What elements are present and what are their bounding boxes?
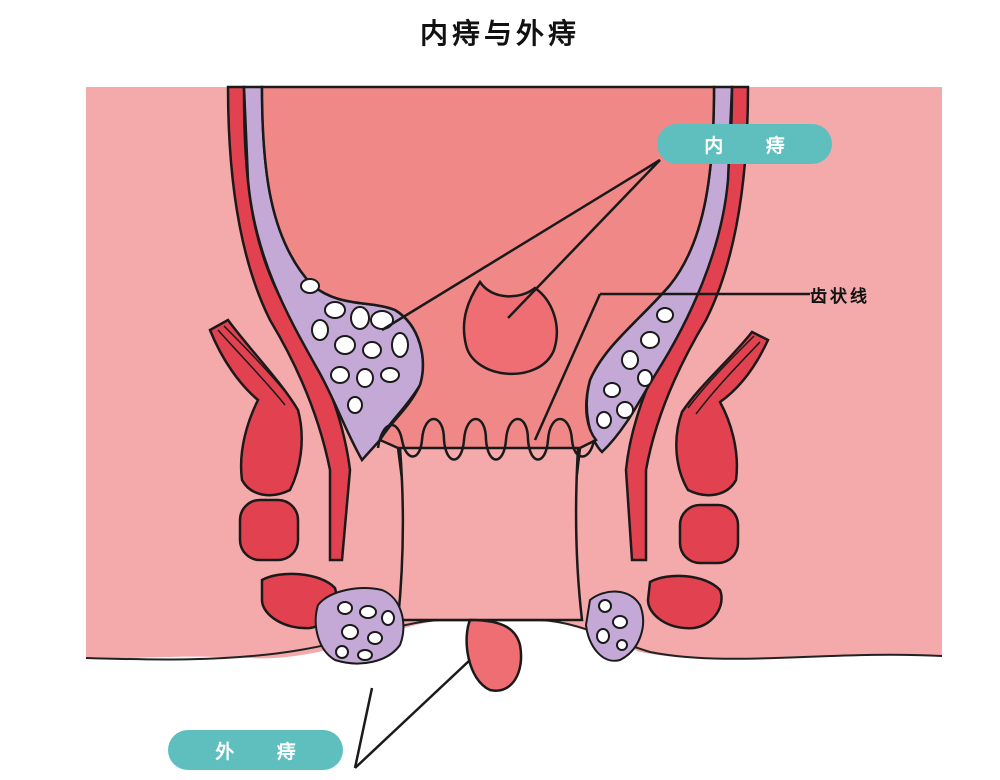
right-sphincter	[646, 330, 770, 630]
right-external-veins	[596, 599, 628, 651]
left-vein-plexus	[300, 278, 409, 414]
right-vein-plexus	[596, 307, 674, 429]
external-hemorrhoid-label: 外 痔	[168, 730, 343, 770]
left-external-veins	[335, 601, 395, 661]
external-hemorrhoid-shape	[465, 618, 523, 692]
internal-hemorrhoid-label: 内 痔	[657, 124, 832, 164]
right-muscle-fibers	[687, 335, 761, 415]
pointer-lines	[353, 158, 810, 769]
internal-hemorrhoid-shape	[462, 279, 559, 375]
lower-canal	[396, 446, 584, 622]
left-muscle-fibers	[217, 325, 293, 406]
left-sphincter	[208, 318, 338, 630]
dentate-wave	[376, 418, 596, 461]
dentate-line-label: 齿状线	[810, 287, 870, 307]
page-title: 内痔与外痔	[419, 17, 580, 50]
